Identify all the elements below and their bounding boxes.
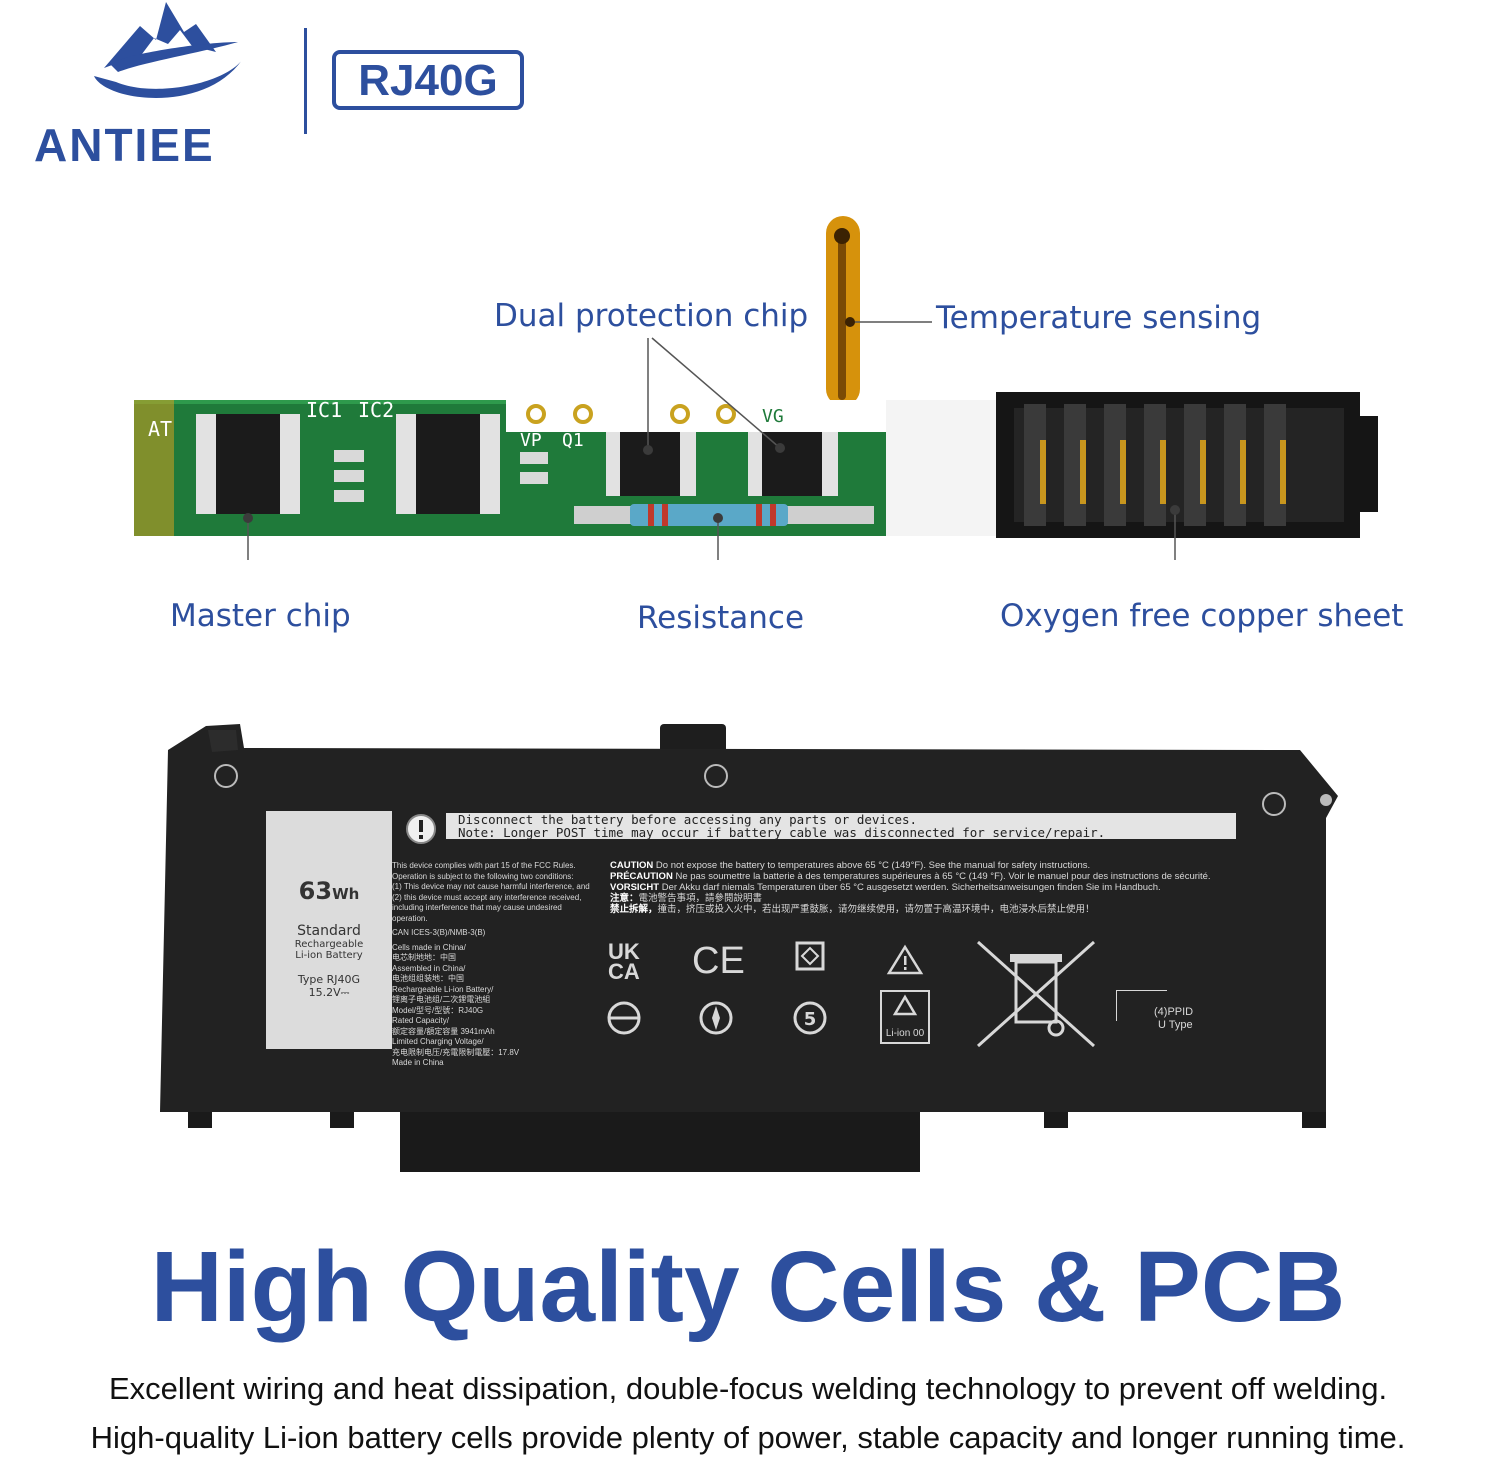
fcc-line: Rechargeable Li-ion Battery/: [392, 984, 494, 994]
caution-line: VORSICHT Der Akku darf niemals Temperatu…: [610, 882, 1161, 893]
pcb-silk-q1: Q1: [562, 430, 584, 451]
fcc-line: operation.: [392, 913, 428, 923]
fcc-line: Assembled in China/: [392, 963, 466, 973]
chinese-recycle-mark-icon: [795, 941, 825, 971]
brand-name: ANTIEE: [34, 119, 215, 171]
fcc-line: Limited Charging Voltage/: [392, 1037, 484, 1046]
pcb-silk-ic2: IC2: [358, 398, 394, 422]
pcb-silk-vp: VP: [520, 430, 542, 451]
callout-copper-sheet: Oxygen free copper sheet: [1000, 598, 1404, 634]
liion-mark-text: Li-ion 00: [885, 1028, 925, 1039]
fcc-line: Made in China: [392, 1058, 444, 1067]
spec-voltage: 15.2V⎓: [308, 986, 350, 999]
spec-rechargeable: Rechargeable: [294, 939, 364, 950]
caution-line: CAUTION Do not expose the battery to tem…: [610, 860, 1091, 871]
callout-leader-lines: [247, 321, 1176, 560]
callout-dual-protection-chip: Dual protection chip: [494, 298, 809, 334]
fcc-text-block: This device complies with part 15 of the…: [392, 861, 602, 1069]
recycle-years-number: 5: [804, 1009, 817, 1030]
model-badge: RJ40G: [332, 50, 524, 110]
fcc-line: 电芯制地地：中国: [392, 953, 456, 962]
pcb-board: [134, 400, 894, 536]
fcc-line: 锂离子电池组/二次鋰電池組: [392, 995, 491, 1004]
callout-temperature-sensing: Temperature sensing: [936, 300, 1262, 336]
fcc-line: CAN ICES-3(B)/NMB-3(B): [392, 928, 486, 937]
caution-line: 注意：電池警告事項，請參閱說明書: [610, 893, 763, 904]
ppid-bracket: [1116, 990, 1167, 1021]
pcb-silk-at: AT: [148, 417, 172, 441]
compass-mark-icon: [699, 1001, 733, 1035]
spec-type: Type RJ40G: [297, 973, 361, 986]
capacity-unit: Wh: [332, 885, 360, 903]
recycle-years-mark-icon: 5: [793, 1001, 827, 1035]
liion-recycle-mark: Li-ion 00: [880, 990, 930, 1044]
caution-line: 禁止拆解，撞击，挤压或投入火中，若出现严重鼓胀，请勿继续使用，请勿置于高温环境中…: [610, 904, 1095, 915]
crossed-bin-icon: [976, 940, 1096, 1048]
brand-logo-icon: [94, 2, 242, 99]
fcc-line: Operation is subject to the following tw…: [392, 871, 574, 881]
spec-liion: Li-ion Battery: [295, 950, 363, 961]
fcc-line: 电池组组装地：中国: [392, 974, 464, 983]
pcb-silk-vg: VG: [762, 406, 784, 427]
caution-line: PRÉCAUTION Ne pas soumettre la batterie …: [610, 871, 1211, 882]
ce-mark: CE: [692, 940, 745, 982]
headline: High Quality Cells & PCB: [150, 1231, 1346, 1343]
fcc-line: (1) This device may not cause harmful in…: [392, 882, 590, 891]
exclamation-circle-icon: [406, 814, 436, 844]
description-line-2: High-quality Li-ion battery cells provid…: [90, 1420, 1406, 1455]
warning-triangle-icon: [886, 944, 924, 975]
fcc-line: Rated Capacity/: [392, 1016, 449, 1025]
battery-body: [160, 724, 1338, 1172]
ppid-label: (4)PPID U Type: [1154, 1006, 1194, 1031]
callout-resistance: Resistance: [637, 600, 805, 636]
description-line-1: Excellent wiring and heat dissipation, d…: [108, 1371, 1388, 1406]
pcb-diagram: IC1 IC2 AT VP Q1 VG: [134, 216, 1378, 560]
no-dispose-mark-icon: [607, 1001, 641, 1035]
pcb-silk-ic1: IC1: [306, 398, 342, 422]
caution-text-block: CAUTION Do not expose the battery to tem…: [610, 860, 1260, 915]
fcc-line: Cells made in China/: [392, 942, 466, 952]
fcc-line: (2) this device must accept any interfer…: [392, 892, 582, 902]
warning-line-2: Note: Longer POST time may occur if batt…: [458, 825, 1106, 839]
warning-line-1: Disconnect the battery before accessing …: [458, 813, 918, 827]
callout-master-chip: Master chip: [170, 598, 351, 634]
recycle-icon: [892, 994, 918, 1016]
fcc-line: including interference that may cause un…: [392, 903, 562, 912]
fcc-line: This device complies with part 15 of the…: [392, 861, 576, 870]
capacity-value: 63: [298, 877, 333, 905]
spec-standard: Standard: [297, 923, 361, 939]
fcc-line: Model/型号/型號：RJ40G: [392, 1005, 484, 1015]
fcc-line: 充电限制电压/充電限制電壓：17.8V: [392, 1047, 520, 1057]
brand-divider: [304, 28, 307, 134]
battery-warning-strip: Disconnect the battery before accessing …: [446, 813, 1236, 839]
fcc-line: 额定容量/額定容量 3941mAh: [392, 1026, 495, 1036]
temperature-flex-cable: [826, 216, 860, 406]
battery-connector: [886, 392, 1378, 538]
battery-spec-label: 63Wh Standard Rechargeable Li-ion Batter…: [266, 811, 392, 1049]
